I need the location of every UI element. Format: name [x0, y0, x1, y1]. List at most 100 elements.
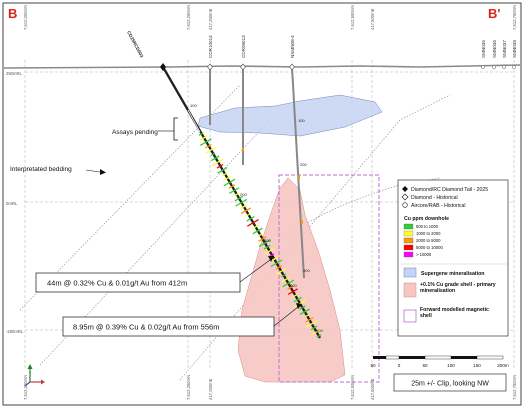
scale-seg [385, 355, 400, 360]
cu-interval-tick [204, 143, 212, 149]
cu-interval-tick [311, 328, 322, 336]
scale-ticks: 50 0 50 100 150 200m [370, 363, 508, 368]
clip-note: 25m +/- Clip, looking NW [411, 381, 489, 388]
scale-tick: 100 [447, 363, 455, 368]
cu-interval-tick [240, 207, 251, 215]
cu-interval-tick [205, 146, 216, 154]
cu-bin-swatch [403, 237, 414, 244]
rl-label-minus-250: -250mRL [6, 329, 24, 334]
scale-seg [373, 356, 386, 359]
hole-label-smn036: SMN036 [492, 40, 497, 58]
scale-tick: 200m [497, 363, 509, 368]
easting-label-top: 417,500mE [370, 8, 375, 30]
open-diamond-icon [401, 193, 409, 201]
rl-labels: 250mRL 0mRL -250mRL [6, 71, 24, 334]
hole-label-nsmn08-4: NSMN08-4 [290, 35, 295, 58]
northing-label-top: 7,612,500mN [350, 5, 355, 30]
cu-interval-tick [198, 132, 204, 136]
callout-1-leader [239, 259, 271, 283]
trace-nsmn08-4 [291, 66, 305, 279]
depth-mark: 100 [298, 118, 305, 123]
collar-nsmn08-4 [289, 63, 295, 71]
intercept-callout-2-text: 8.95m @ 0.39% Cu & 0.02g/t Au from 556m [73, 323, 219, 332]
cu-interval-tick [216, 164, 224, 169]
cu-interval-tick [222, 172, 228, 177]
cu-interval-tick [223, 178, 236, 187]
cu-interval-tick [305, 317, 314, 323]
cu-interval-tick [264, 247, 275, 255]
hole-label-cdr09013: CDR09013 [241, 35, 246, 58]
depth-marks: 100 200 300 400 500 100 200 300 [190, 103, 323, 333]
interpreted-bedding-label: Interpretated bedding [10, 166, 72, 173]
cu-interval-tick [270, 259, 283, 268]
section-end-label: B' [488, 6, 500, 21]
collar-smn038 [512, 65, 516, 69]
legend: Diamond/RC Diamond Tail - 2025 Diamond -… [397, 179, 509, 337]
cu-interval-tick [310, 325, 318, 331]
callout-1-arrow-icon [268, 256, 274, 262]
hole-label-smn038: SMN038 [512, 40, 517, 58]
filled-diamond-icon [402, 186, 408, 192]
cu-bin-swatch [403, 223, 414, 230]
scale-tick: 150 [473, 363, 481, 368]
collar-cdr09013 [240, 63, 246, 71]
cu-interval [298, 175, 300, 179]
easting-label-bottom: 417,500mE [370, 378, 375, 400]
callout-2-arrow-icon [296, 303, 302, 309]
cu-interval-tick [210, 152, 216, 157]
orientation-axes-icon [24, 364, 45, 387]
callout-2-leader [273, 306, 299, 327]
cu-interval-tick [298, 305, 306, 311]
cu-interval-tick [199, 135, 208, 141]
scale-seg [399, 356, 425, 359]
hole-label-cdr10014: CDR10014 [208, 35, 213, 58]
legend-zone-wrap: Forward modelled magnetic shell [420, 307, 489, 319]
northing-label-top: 7,612,750mN [512, 5, 517, 30]
axis-north [24, 381, 31, 387]
collar-smn035 [481, 65, 485, 69]
cu-interval-tick [258, 239, 271, 247]
cu-bin-swatch [403, 244, 414, 251]
rl-label-250: 250mRL [6, 71, 22, 76]
cu-interval-tick [304, 313, 310, 318]
cu-interval-tick [275, 265, 283, 270]
cu-bin-label: 500 to 1000 [416, 224, 439, 229]
depth-mark: 500 [316, 328, 323, 333]
cu-interval-tick [229, 187, 240, 194]
cu-interval-tick [246, 219, 259, 227]
supergene-swatch [403, 267, 417, 278]
cu-interval-tick [276, 268, 287, 275]
easting-label-top: 417,250mE [208, 8, 213, 30]
cu-interval-tick [294, 299, 306, 308]
intercept-callout-1-text: 44m @ 0.32% Cu & 0.01g/t Au from 412m [47, 279, 187, 288]
collar-smn036 [492, 65, 496, 69]
depth-mark: 300 [264, 238, 271, 243]
northing-label-bottom: 7,612,500mN [350, 375, 355, 400]
cu-interval-tick [263, 244, 271, 250]
cu-interval-tick [217, 167, 228, 174]
cu-interval-tick [305, 320, 318, 328]
cu-legend-title: Cu ppm downhole [404, 216, 449, 222]
scale-tick: 0 [398, 363, 401, 368]
cu-interval-tick [240, 204, 247, 210]
depth-mark: 100 [190, 103, 197, 108]
cu-interval-tick [199, 138, 212, 146]
cu-interval-tick [245, 212, 251, 217]
historical-cu-intervals [242, 148, 303, 224]
depth-mark: 400 [290, 283, 297, 288]
depth-mark: 200 [300, 162, 307, 167]
historical-hole-labels: CDR10014 CDR09013 NSMN08-4 SMN035 SMN036… [208, 35, 517, 58]
cu-interval-tick [233, 192, 239, 197]
intercept-callout-2 [62, 316, 275, 337]
cu-bin-label: 5000 to 10000 [416, 245, 443, 250]
scale-seg [424, 355, 452, 360]
cu-interval-tick [299, 308, 310, 316]
cu-interval-tick [287, 285, 294, 290]
intercept-callout-1 [35, 272, 241, 293]
cu-interval-tick [293, 296, 302, 303]
cu-interval-tick [316, 334, 322, 338]
cu-bin-swatch [403, 230, 414, 237]
scale-tick: 50 [370, 363, 376, 368]
